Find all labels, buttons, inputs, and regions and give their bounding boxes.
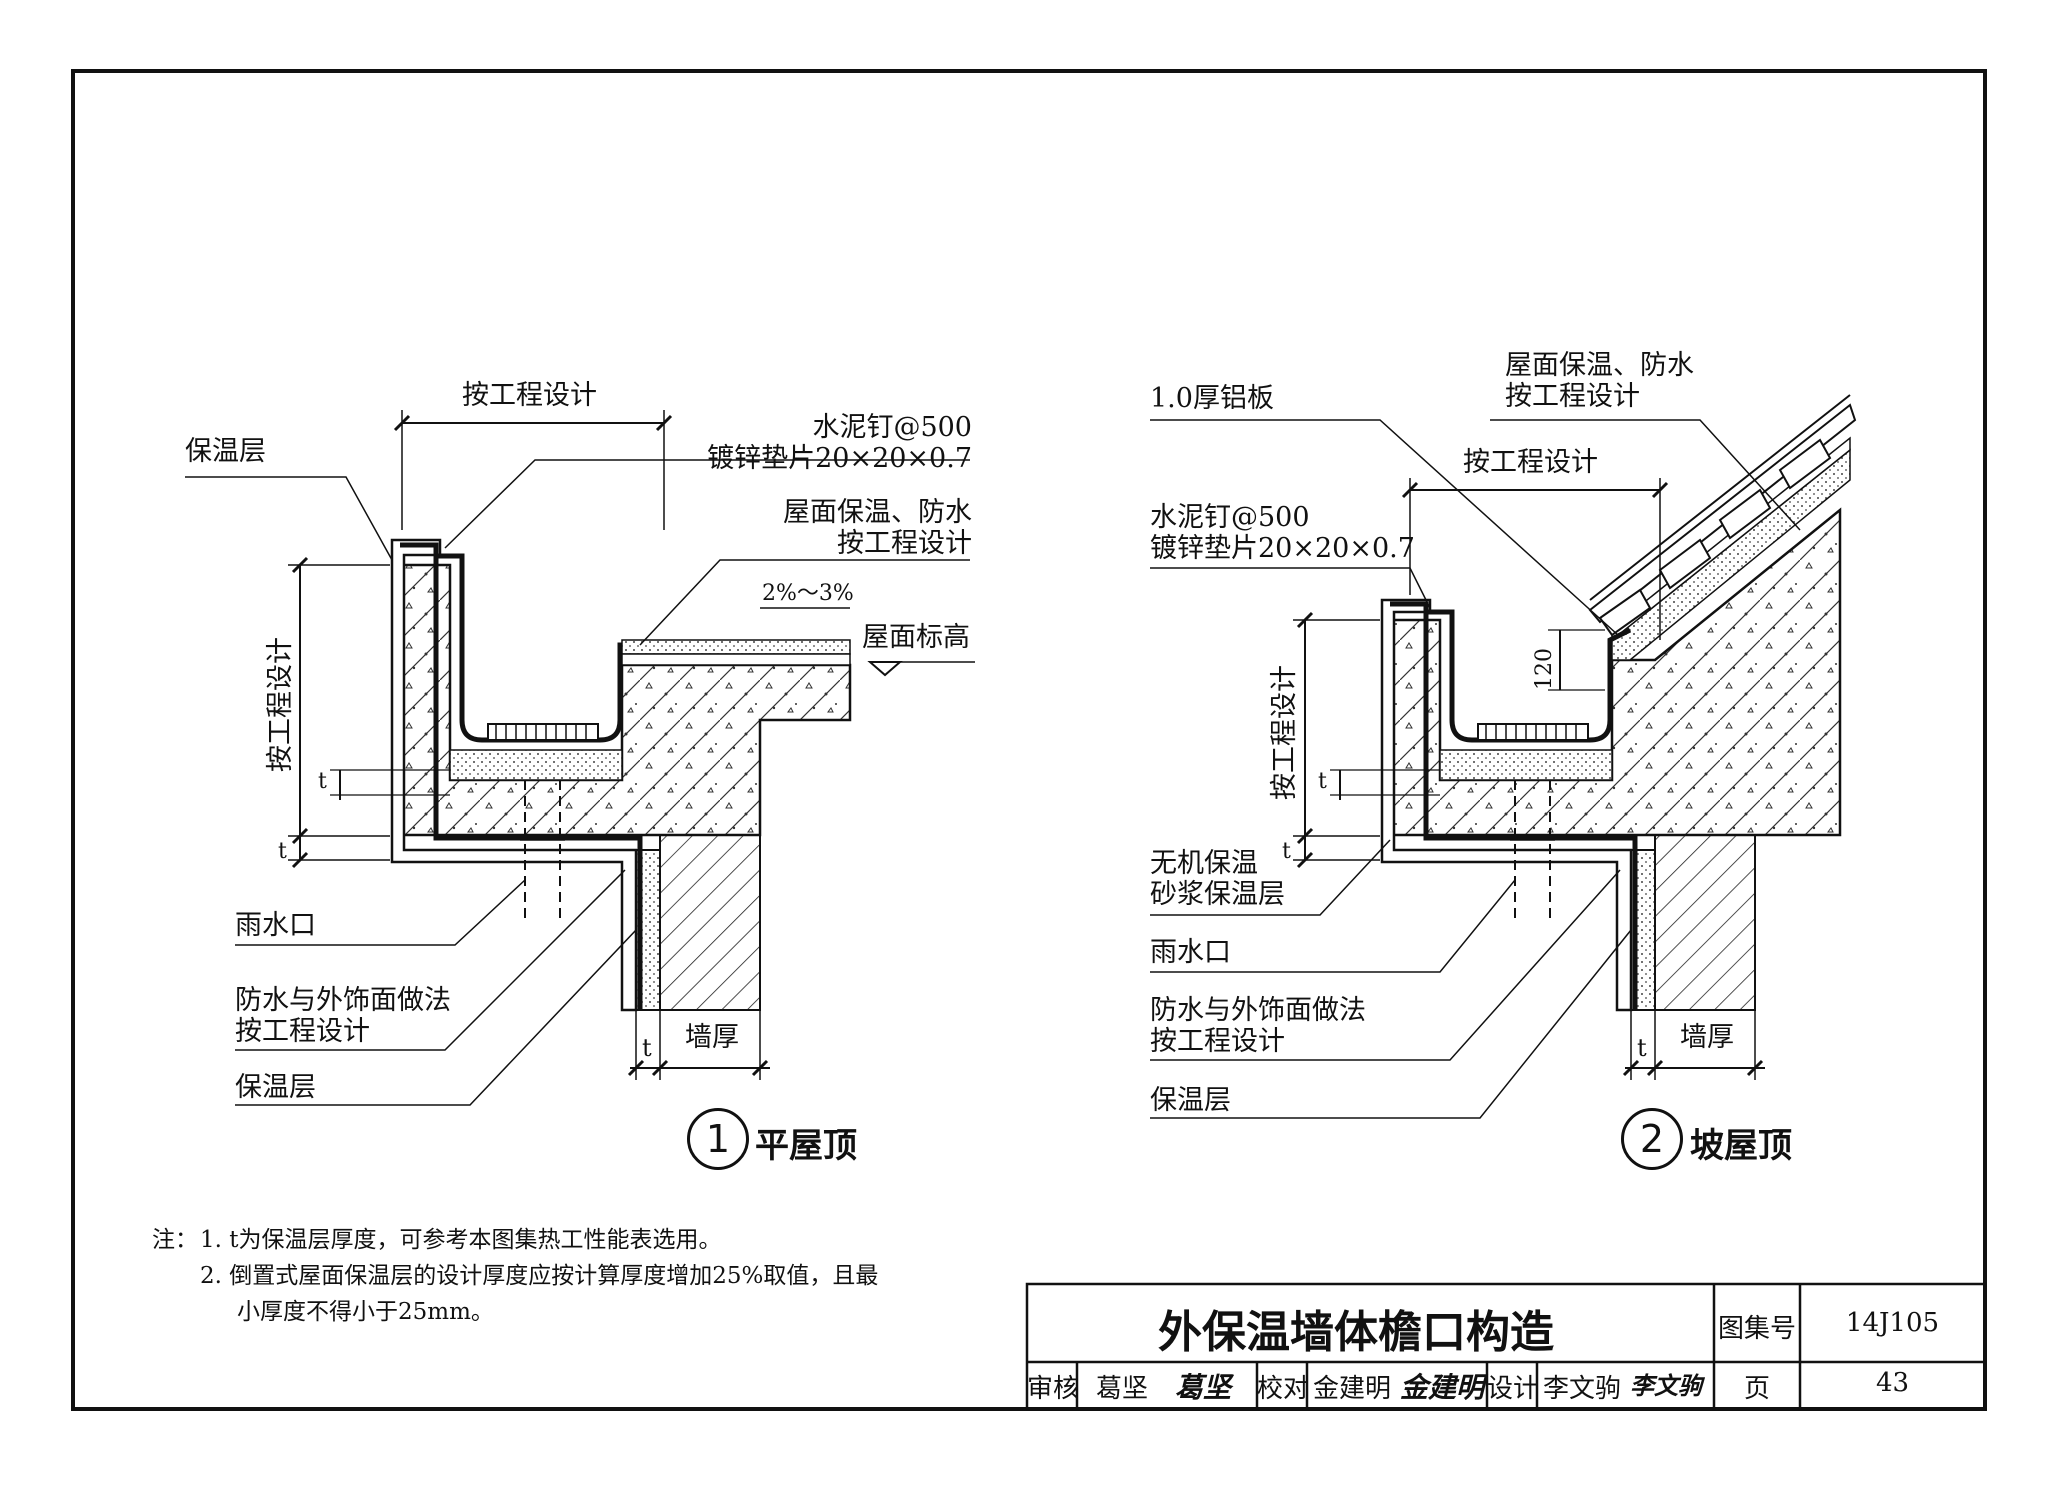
note-1: 1. t为保温层厚度，可参考本图集热工性能表选用。 bbox=[200, 1227, 722, 1253]
d2-insulation-bottom-label: 保温层 bbox=[1150, 1085, 1231, 1116]
d2-caption: 坡屋顶 bbox=[1690, 1126, 1792, 1166]
d1-roof-ins-label-2: 按工程设计 bbox=[837, 528, 972, 559]
page-number: 43 bbox=[1875, 1368, 1910, 1398]
d2-roof-ins-label-2: 按工程设计 bbox=[1505, 381, 1640, 412]
review-signature: 葛坚 bbox=[1175, 1371, 1232, 1404]
drawing-title: 外保温墙体檐口构造 bbox=[1158, 1307, 1554, 1358]
d1-roof-ins-label-1: 屋面保温、防水 bbox=[783, 497, 972, 528]
d1-t-label-2: t bbox=[278, 839, 287, 864]
d2-drain-label: 雨水口 bbox=[1150, 937, 1231, 968]
d2-height-dim-label: 按工程设计 bbox=[1269, 665, 1300, 800]
d2-finish-label-2: 按工程设计 bbox=[1150, 1026, 1285, 1057]
d1-drain-label: 雨水口 bbox=[235, 910, 316, 941]
check-label: 校对 bbox=[1257, 1374, 1310, 1404]
d2-120-dim-label: 120 bbox=[1532, 648, 1557, 690]
notes-prefix: 注： bbox=[152, 1227, 198, 1253]
d2-t-label-2: t bbox=[1282, 839, 1291, 864]
d2-roof-ins-label-1: 屋面保温、防水 bbox=[1505, 350, 1694, 381]
d1-caption: 平屋顶 bbox=[755, 1126, 857, 1166]
d1-nail-label-1: 水泥钉@500 bbox=[812, 412, 972, 443]
d1-wall-label: 墙厚 bbox=[685, 1022, 739, 1053]
d1-height-dim-label: 按工程设计 bbox=[265, 637, 296, 772]
d1-nail-label-2: 镀锌垫片20×20×0.7 bbox=[707, 443, 972, 474]
check-name: 金建明 bbox=[1312, 1374, 1391, 1404]
review-name: 葛坚 bbox=[1095, 1374, 1148, 1404]
d2-alu-label: 1.0厚铝板 bbox=[1150, 383, 1274, 414]
d2-mortar-label-2: 砂浆保温层 bbox=[1150, 879, 1285, 910]
d1-insulation-top-label: 保温层 bbox=[185, 436, 266, 467]
review-label: 审核 bbox=[1027, 1374, 1080, 1404]
detail-1-drawing bbox=[185, 410, 975, 1106]
atlas-number: 14J105 bbox=[1845, 1308, 1940, 1338]
design-signature: 李文驹 bbox=[1630, 1371, 1702, 1400]
design-label: 设计 bbox=[1487, 1374, 1540, 1404]
page-label: 页 bbox=[1743, 1374, 1770, 1404]
d1-number-badge: 1 bbox=[687, 1108, 749, 1170]
atlas-label: 图集号 bbox=[1717, 1314, 1796, 1344]
note-2a: 2. 倒置式屋面保温层的设计厚度应按计算厚度增加25%取值，且最 bbox=[200, 1263, 879, 1289]
d1-roof-level-label: 屋面标高 bbox=[862, 622, 970, 653]
detail-2-drawing bbox=[1150, 394, 1857, 1119]
d1-t-label-3: t bbox=[642, 1034, 652, 1062]
d1-finish-label-2: 按工程设计 bbox=[235, 1016, 370, 1047]
d2-nail-label-2: 镀锌垫片20×20×0.7 bbox=[1150, 533, 1415, 564]
d1-insulation-bottom-label: 保温层 bbox=[235, 1072, 316, 1103]
d2-finish-label-1: 防水与外饰面做法 bbox=[1150, 995, 1366, 1026]
note-2b: 小厚度不得小于25mm。 bbox=[237, 1299, 494, 1325]
d2-wall-label: 墙厚 bbox=[1680, 1022, 1734, 1053]
d1-top-dim-label: 按工程设计 bbox=[462, 380, 597, 411]
d2-t-label-1: t bbox=[1318, 769, 1327, 794]
d2-t-label-3: t bbox=[1637, 1034, 1647, 1062]
d2-number-badge: 2 bbox=[1621, 1108, 1683, 1170]
d2-nail-label-1: 水泥钉@500 bbox=[1150, 502, 1310, 533]
title-block-frame bbox=[1025, 1282, 1987, 1411]
d2-mortar-label-1: 无机保温 bbox=[1150, 848, 1258, 879]
d2-top-dim-label: 按工程设计 bbox=[1463, 447, 1598, 478]
d1-finish-label-1: 防水与外饰面做法 bbox=[235, 985, 451, 1016]
d1-slope-label: 2%～3% bbox=[762, 581, 854, 606]
d1-t-label-1: t bbox=[318, 769, 327, 794]
design-name: 李文驹 bbox=[1542, 1374, 1621, 1404]
check-signature: 金建明 bbox=[1400, 1371, 1485, 1404]
